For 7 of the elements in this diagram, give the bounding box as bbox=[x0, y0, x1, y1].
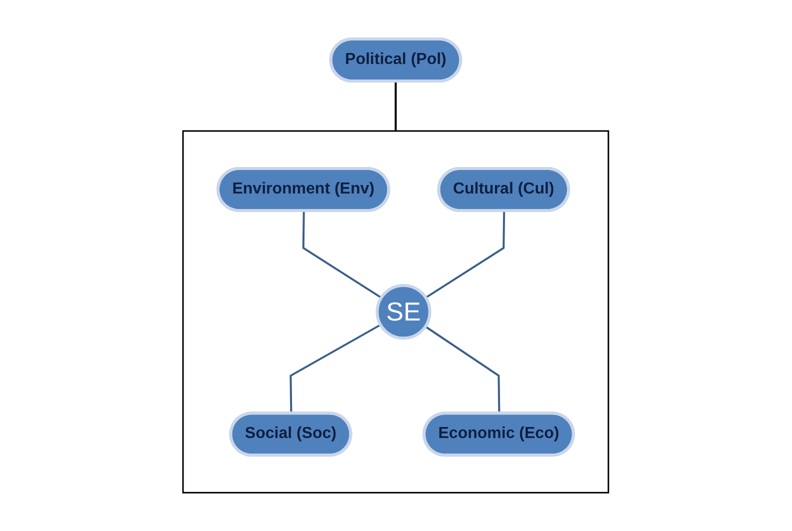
node-circle: SE bbox=[376, 284, 432, 340]
connector bbox=[302, 210, 382, 298]
connector bbox=[425, 210, 506, 298]
connector bbox=[425, 325, 500, 414]
cluster bbox=[182, 130, 610, 494]
connector bbox=[395, 80, 397, 131]
connector bbox=[290, 324, 382, 414]
